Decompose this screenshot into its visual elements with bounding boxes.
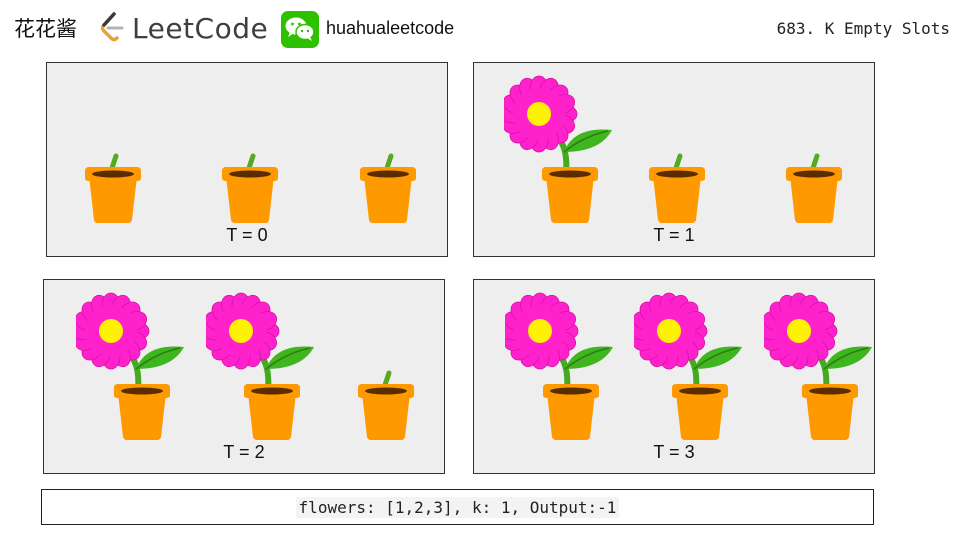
pot-icon: [362, 393, 410, 440]
pot-icon: [547, 393, 595, 440]
leaf-icon: [824, 346, 872, 369]
slot-1: [76, 285, 206, 445]
soil: [121, 387, 163, 395]
soil: [679, 387, 721, 395]
sprout-pot-icon: [85, 153, 141, 223]
soil: [229, 170, 271, 178]
leaf-vein: [265, 347, 311, 370]
leaf-vein: [135, 347, 181, 370]
wechat-handle: huahualeetcode: [326, 18, 455, 38]
slot-2: [206, 285, 336, 445]
sprout-pot-icon: [358, 370, 414, 440]
sprout-pot-icon: [360, 153, 416, 223]
soil: [92, 170, 134, 178]
slot-1: [505, 285, 635, 445]
flower-pot-icon: [206, 292, 314, 440]
sprout-pot-icon: [649, 153, 705, 223]
output-text: flowers: [1,2,3], k: 1, Output:-1: [295, 496, 620, 518]
flower-center: [657, 319, 681, 343]
soil: [809, 387, 851, 395]
flower-pot-icon: [505, 292, 613, 440]
leaf-icon: [694, 346, 742, 369]
leaf-vein: [823, 347, 869, 370]
pot-icon: [248, 393, 296, 440]
soil: [549, 170, 591, 178]
slot-3: [764, 68, 894, 228]
output-box: flowers: [1,2,3], k: 1, Output:-1: [41, 489, 874, 525]
problem-title: 683. K Empty Slots: [776, 19, 950, 38]
soil: [251, 387, 293, 395]
slot-2: [634, 285, 764, 445]
flower-center: [528, 319, 552, 343]
leaf-vein: [693, 347, 739, 370]
time-label: T = 2: [223, 442, 265, 462]
pot-icon: [546, 176, 594, 223]
pot-icon: [790, 176, 838, 223]
pot-icon: [806, 393, 854, 440]
slot-3: [338, 68, 468, 228]
soil: [365, 387, 407, 395]
panel-t1: T = 1: [473, 62, 875, 257]
slot-2: [200, 68, 330, 228]
slot-2: [627, 68, 757, 228]
soil: [656, 170, 698, 178]
leaf-vein: [563, 130, 609, 153]
brand-title: 花花酱: [14, 17, 77, 41]
flower-pot-icon: [76, 292, 184, 440]
pot-icon: [653, 176, 701, 223]
sprout-pot-icon: [786, 153, 842, 223]
soil: [367, 170, 409, 178]
soil: [793, 170, 835, 178]
pot-icon: [118, 393, 166, 440]
leaf-icon: [136, 346, 184, 369]
slot-1: [63, 68, 193, 228]
time-label: T = 1: [653, 225, 695, 245]
pot-icon: [226, 176, 274, 223]
panel-t3: T = 3: [473, 279, 875, 474]
flower-pot-icon: [634, 292, 742, 440]
flower-pot-icon: [764, 292, 872, 440]
time-label: T = 3: [653, 442, 695, 462]
flower-center: [527, 102, 551, 126]
panel-t2: T = 2: [43, 279, 445, 474]
flower-pot-icon: [504, 75, 612, 223]
leaf-icon: [266, 346, 314, 369]
leetcode-logo-text: LeetCode: [132, 12, 269, 45]
flower-center: [99, 319, 123, 343]
leaf-icon: [564, 129, 612, 152]
flower-center: [229, 319, 253, 343]
slot-3: [336, 285, 466, 445]
leaf-icon: [565, 346, 613, 369]
pot-icon: [676, 393, 724, 440]
slot-1: [504, 68, 634, 228]
time-label: T = 0: [226, 225, 268, 245]
pot-icon: [364, 176, 412, 223]
slot-3: [764, 285, 894, 445]
leaf-vein: [564, 347, 610, 370]
flower-center: [787, 319, 811, 343]
sprout-pot-icon: [222, 153, 278, 223]
soil: [550, 387, 592, 395]
panel-t0: T = 0: [46, 62, 448, 257]
pot-icon: [89, 176, 137, 223]
leetcode-logo-icon: [100, 12, 124, 42]
wechat-icon: [281, 11, 319, 48]
